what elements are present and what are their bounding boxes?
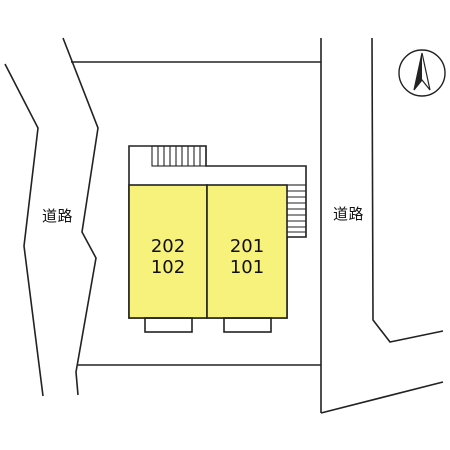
north-staircase-treads bbox=[157, 146, 201, 166]
unit-east-balcony bbox=[223, 317, 272, 333]
unit-east bbox=[206, 184, 288, 319]
unit-west-lower-number: 102 bbox=[150, 257, 186, 278]
east-road-bottom-edge bbox=[320, 381, 444, 414]
west-road-left-edge bbox=[4, 63, 44, 397]
unit-west-upper-number: 202 bbox=[150, 236, 186, 257]
unit-west bbox=[128, 184, 208, 319]
north-arrow-icon bbox=[398, 49, 446, 97]
unit-east-label: 201 101 bbox=[222, 236, 272, 278]
unit-east-upper-number: 201 bbox=[229, 236, 265, 257]
unit-east-lower-number: 101 bbox=[229, 257, 265, 278]
unit-west-label: 202 102 bbox=[143, 236, 193, 278]
east-road-far-edge bbox=[371, 37, 444, 343]
east-staircase-treads bbox=[287, 190, 306, 233]
west-road-label: 道路 bbox=[42, 207, 74, 225]
north-staircase bbox=[151, 145, 207, 167]
unit-west-balcony bbox=[144, 317, 193, 333]
east-road-label: 道路 bbox=[333, 205, 365, 223]
east-staircase bbox=[286, 184, 307, 238]
west-road-right-edge bbox=[62, 37, 99, 396]
